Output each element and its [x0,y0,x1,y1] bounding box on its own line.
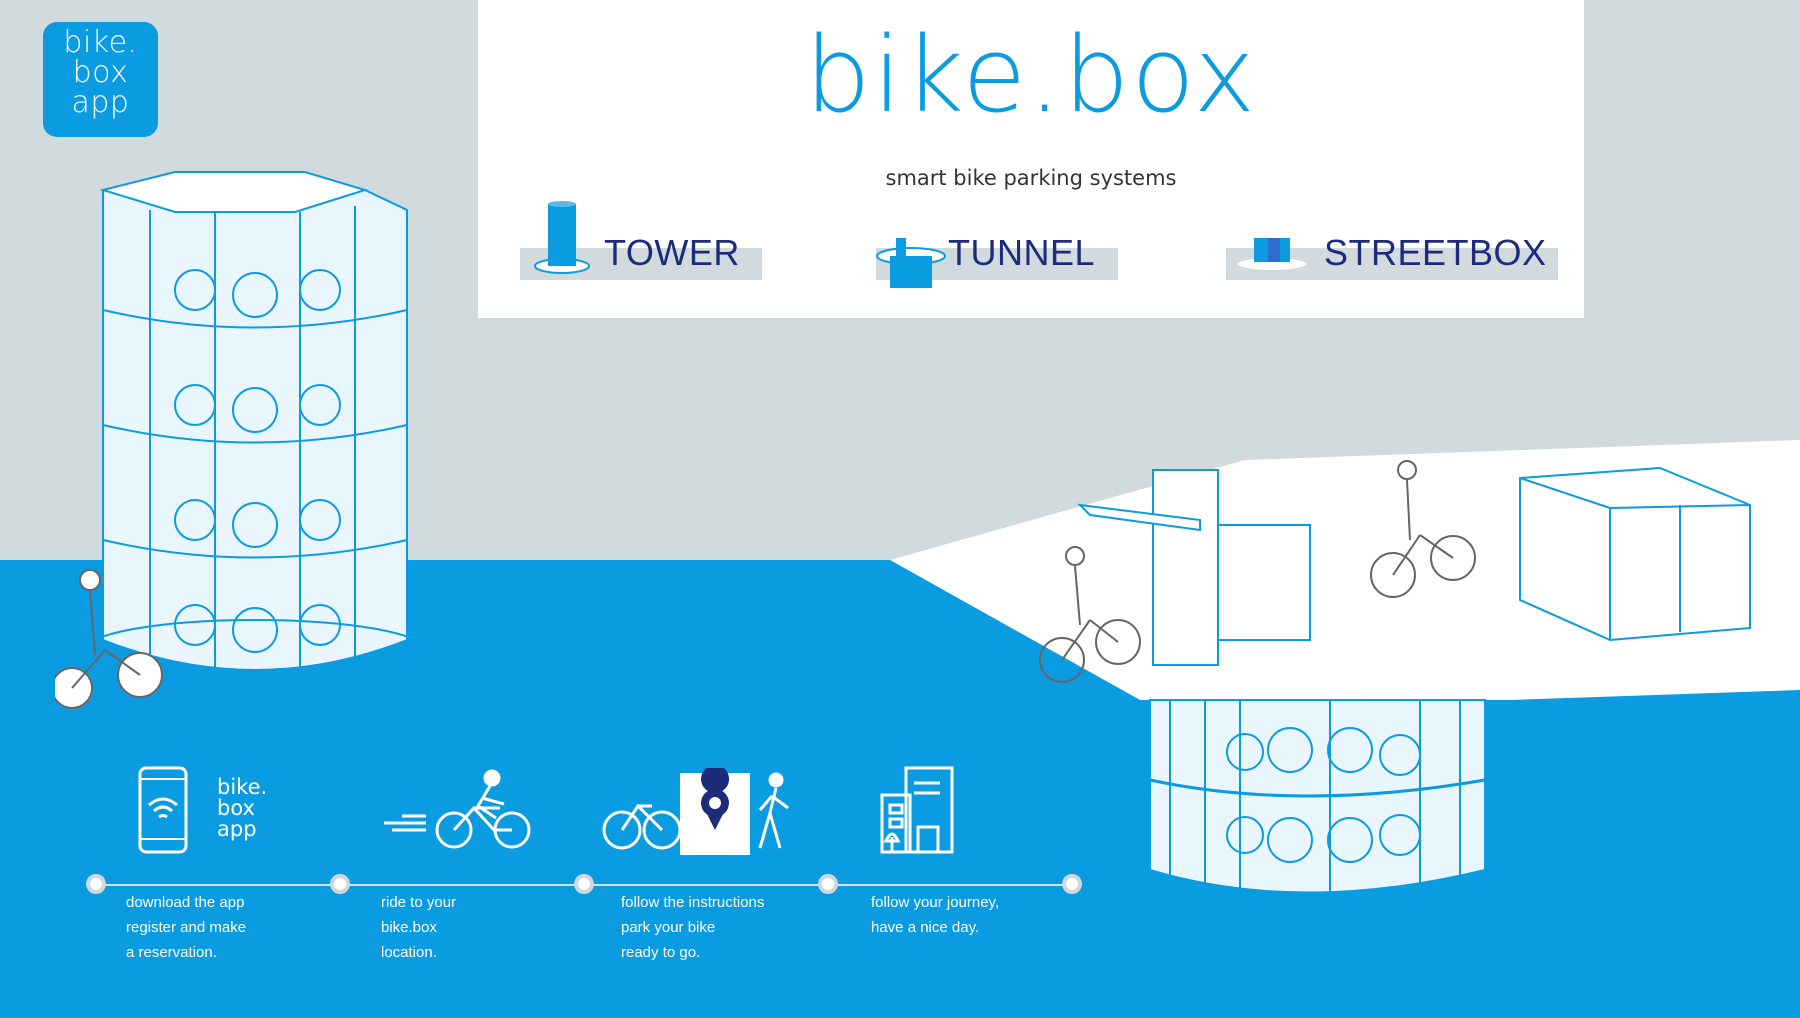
product-tower-label: TOWER [604,232,740,273]
step-journey: follow your journey, have a nice day. [871,890,999,940]
step-download-line: a reservation. [126,944,217,961]
timeline-dot [330,874,350,894]
app-icon-line3: app [71,85,130,120]
step-ride: ride to your bike.box location. [381,890,456,965]
mini-app-line1: bike. [217,775,268,799]
step-journey-line: have a nice day. [871,919,980,936]
mini-app-line3: app [217,817,257,841]
smartphone-wifi-icon [138,766,188,854]
product-tower[interactable]: TOWER [520,200,762,282]
header-card: bike.box smart bike parking systems TOWE… [478,0,1584,318]
streetbox-icon [1235,238,1309,272]
product-streetbox[interactable]: STREETBOX [1226,200,1558,282]
step-park-line: ready to go. [621,944,701,961]
park-location-icon [602,768,789,855]
step-download-line: download the app [126,894,245,911]
step-download-line: register and make [126,919,247,936]
tunnel-icon [876,238,946,288]
city-building-icon [880,766,954,854]
app-icon-line1: bike. [63,25,138,60]
step-ride-line: location. [381,944,437,961]
timeline-dot [574,874,594,894]
mini-app-line2: box [217,796,255,820]
tower-illustration [55,171,425,709]
timeline-dot [1062,874,1082,894]
product-tunnel[interactable]: TUNNEL [876,200,1118,288]
brand-logo: bike.box [804,14,1258,136]
brand-tagline: smart bike parking systems [885,166,1177,190]
mini-app-logo: bike. box app [217,777,267,840]
app-icon[interactable]: bike. box app [43,22,158,137]
step-download: download the app register and make a res… [126,890,246,965]
product-streetbox-label: STREETBOX [1324,232,1547,273]
product-tunnel-label: TUNNEL [948,232,1096,273]
app-icon-line2: box [72,55,129,90]
step-park-line: follow the instructions [621,894,765,911]
tower-icon [534,201,590,274]
step-park: follow the instructions park your bike r… [621,890,764,965]
step-park-line: park your bike [621,919,716,936]
step-ride-line: bike.box [381,919,437,936]
timeline-dot [86,874,106,894]
step-ride-line: ride to your [381,894,457,911]
timeline-dot [818,874,838,894]
cyclist-icon [384,769,531,849]
step-journey-line: follow your journey, [871,894,1000,911]
